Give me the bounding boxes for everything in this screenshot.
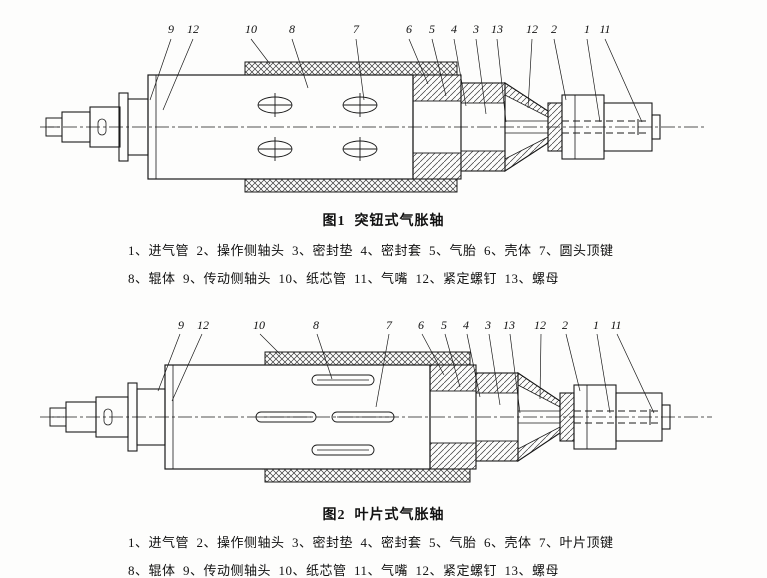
callout-7: 7 [353, 22, 360, 36]
drive-shaft-head [45, 92, 149, 162]
callout-11: 11 [610, 318, 621, 332]
callout-12b: 12 [534, 318, 546, 332]
callout-6: 6 [418, 318, 424, 332]
core-tube-bottom [244, 178, 458, 193]
callout-1: 1 [584, 22, 590, 36]
drive-shaft-head [49, 382, 166, 452]
callout-2: 2 [551, 22, 557, 36]
figure2-parts-line1: 1、进气管 2、操作侧轴头 3、密封垫 4、密封套 5、气胎 6、壳体 7、叶片… [128, 535, 614, 550]
left-shaft-step2 [89, 106, 121, 148]
button-key [257, 137, 293, 161]
figure2-drawing: 9 12 10 8 7 6 5 4 3 13 12 2 1 11 [40, 318, 712, 483]
figure1-block: 9 12 10 8 7 6 5 4 3 13 12 2 1 11 图1 突钮式气… [0, 0, 767, 287]
figure1-parts-line1: 1、进气管 2、操作侧轴头 3、密封垫 4、密封套 5、气胎 6、壳体 7、圆头… [128, 243, 614, 258]
callout-11: 11 [599, 22, 610, 36]
callout-5: 5 [429, 22, 435, 36]
housing [429, 364, 477, 470]
figure2-parts-line2: 8、辊体 9、传动侧轴头 10、纸芯管 11、气嘴 12、紧定螺钉 13、螺母 [128, 563, 560, 578]
vane-slot [331, 411, 395, 423]
figure2-block: 9 12 10 8 7 6 5 4 3 13 12 2 1 11 图2 叶片式气… [0, 299, 767, 578]
button-key [257, 93, 293, 117]
core-tube-top [264, 351, 471, 366]
shaft-end-cap [651, 114, 661, 140]
callout-2: 2 [562, 318, 568, 332]
vane-slot [311, 444, 375, 456]
core-tube-bottom [264, 468, 471, 483]
callout-10: 10 [245, 22, 257, 36]
figure1-caption: 图1 突钮式气胀轴 [322, 214, 445, 229]
operator-shaft-head [573, 384, 671, 450]
left-shaft-slot [97, 118, 107, 136]
button-key [342, 93, 378, 117]
end-nut [547, 102, 563, 152]
figure1-drawing: 9 12 10 8 7 6 5 4 3 13 12 2 1 11 [40, 22, 705, 193]
vane-slots [255, 374, 395, 456]
leader-lines [157, 333, 655, 414]
callout-1: 1 [593, 318, 599, 332]
button-keys [257, 93, 378, 161]
core-tube-top [244, 61, 458, 76]
figure1-parts-line2: 8、辊体 9、传动侧轴头 10、纸芯管 11、气嘴 12、紧定螺钉 13、螺母 [128, 271, 560, 286]
end-nut [559, 392, 575, 442]
operator-shaft-head [561, 94, 661, 160]
callout-6: 6 [406, 22, 412, 36]
callout-12: 12 [187, 22, 199, 36]
figure2-caption: 图2 叶片式气胀轴 [322, 508, 445, 523]
air-pipe-dashed [574, 410, 660, 424]
callout-3: 3 [484, 318, 491, 332]
figure1-callout-labels: 9 12 10 8 7 6 5 4 3 13 12 2 1 11 [168, 22, 611, 36]
leader-lines [149, 38, 643, 123]
callout-12b: 12 [526, 22, 538, 36]
callout-13: 13 [503, 318, 515, 332]
seal-sleeve [475, 372, 519, 462]
callout-8: 8 [289, 22, 295, 36]
vane-slot [255, 411, 317, 423]
callout-9: 9 [168, 22, 174, 36]
callout-12: 12 [197, 318, 209, 332]
callout-4: 4 [463, 318, 469, 332]
callout-10: 10 [253, 318, 265, 332]
vane-slot [311, 374, 375, 386]
figure2-callout-labels: 9 12 10 8 7 6 5 4 3 13 12 2 1 11 [178, 318, 622, 332]
callout-7: 7 [386, 318, 393, 332]
button-key [342, 137, 378, 161]
callout-4: 4 [451, 22, 457, 36]
callout-5: 5 [441, 318, 447, 332]
left-shaft-slot [103, 408, 113, 426]
callout-9: 9 [178, 318, 184, 332]
callout-3: 3 [472, 22, 479, 36]
callout-8: 8 [313, 318, 319, 332]
shaft-end-cap [661, 404, 671, 430]
air-pipe-dashed [562, 120, 648, 134]
callout-13: 13 [491, 22, 503, 36]
